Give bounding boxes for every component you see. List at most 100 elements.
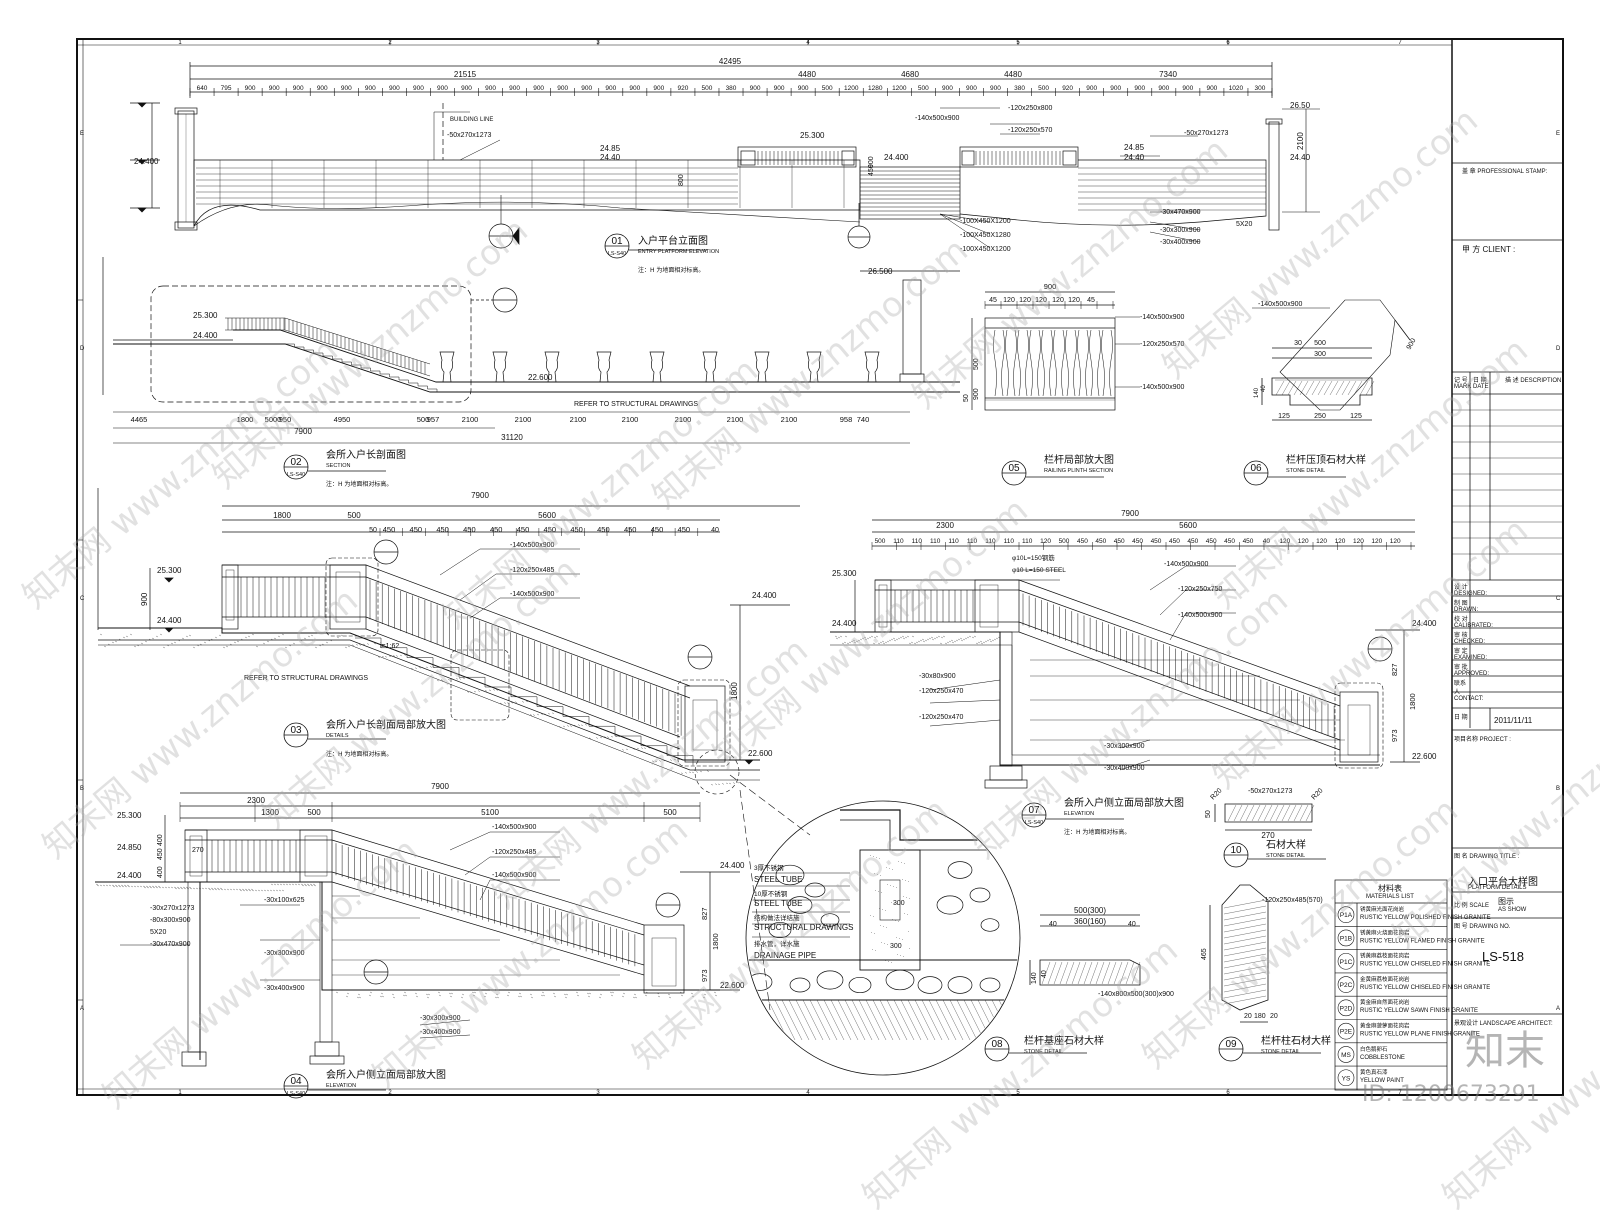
detail-title-cn: 入户平台立面图 bbox=[638, 234, 708, 247]
dim-small: 450 bbox=[1169, 538, 1180, 545]
dim-small: 900 bbox=[1110, 85, 1121, 92]
dim-small: 2100 bbox=[515, 415, 532, 424]
dim-vertical: 2100 bbox=[1296, 132, 1305, 150]
level-mark: 24.40 bbox=[1124, 153, 1145, 162]
material-name-cn: 锈黄麻荔枝面花岗岩 bbox=[1360, 952, 1410, 960]
dim-vertical: 450 bbox=[157, 848, 164, 860]
material-label: -30x100x625 bbox=[264, 897, 305, 904]
dim-small: 450 bbox=[1224, 538, 1235, 545]
grid-col-label: 7 bbox=[1398, 40, 1402, 46]
date-value: 2011/11/11 bbox=[1494, 716, 1533, 725]
dim-vertical: 1800 bbox=[1408, 693, 1417, 710]
dim-small: 1280 bbox=[868, 85, 883, 92]
dim-small: 640 bbox=[197, 85, 208, 92]
zoom-label: DRAINAGE PIPE bbox=[754, 951, 816, 960]
dim-small: 450 bbox=[1243, 538, 1254, 545]
material-label: -100X450X1200 bbox=[960, 246, 1011, 253]
material-name-en: RUSTIC YELLOW PLANE FINISH GRANITE bbox=[1360, 1032, 1480, 1038]
approved-label: 审 批 APPROVED: bbox=[1454, 665, 1490, 677]
dim-vertical: 827 bbox=[1390, 663, 1399, 676]
dim-small: 300 bbox=[1314, 351, 1326, 358]
dim-small: 1800 bbox=[237, 415, 254, 424]
dim-small: 950 bbox=[279, 415, 292, 424]
level-mark: 25.300 bbox=[117, 811, 142, 820]
dim-small: 450 bbox=[490, 525, 503, 534]
dim-small: 450 bbox=[678, 525, 691, 534]
detail-title-en: ELEVATION bbox=[326, 1083, 356, 1089]
drawing-title-en: PLATFORM DETAILS bbox=[1468, 885, 1527, 891]
rev-mark-label: 记 号 MARK bbox=[1454, 378, 1472, 390]
grid-row-label: A bbox=[80, 1006, 84, 1012]
dim-small: 110 bbox=[985, 538, 996, 545]
level-mark: 26.50 bbox=[1290, 101, 1311, 110]
level-mark: 22.600 bbox=[1412, 752, 1437, 761]
dim-small: 500 bbox=[822, 85, 833, 92]
dim-small: 500 bbox=[1059, 538, 1070, 545]
material-label: -30x270x1273 bbox=[150, 905, 194, 912]
grid-row-label: E bbox=[1556, 131, 1560, 137]
dim-small: 900 bbox=[1044, 282, 1057, 291]
dim-small: 250 bbox=[1314, 413, 1326, 420]
material-label: -30x400x900 bbox=[264, 985, 305, 992]
drawing-no-label: 图 号 DRAWING NO. bbox=[1454, 924, 1511, 930]
dim-small: 500 bbox=[347, 511, 361, 520]
scale-value-en: AS SHOW bbox=[1498, 907, 1527, 913]
dim-small: 500 bbox=[875, 538, 886, 545]
dim-small: 900 bbox=[1086, 85, 1097, 92]
dim-small: 740 bbox=[857, 415, 870, 424]
dim-small: 110 bbox=[930, 538, 941, 545]
project-label: 项目名称 PROJECT : bbox=[1454, 737, 1511, 743]
dim-small: 450 bbox=[383, 525, 396, 534]
dim-small: 900 bbox=[389, 85, 400, 92]
dim-small: 450 bbox=[436, 525, 449, 534]
dim-small: 900 bbox=[629, 85, 640, 92]
material-label: -30x300x900 bbox=[1104, 743, 1145, 750]
detail-title-cn: 栏杆压顶石材大样 bbox=[1286, 453, 1366, 466]
dim-small: 120 bbox=[1371, 538, 1382, 545]
detail-title-en: STONE DETAIL bbox=[1286, 468, 1325, 474]
dim-small: 120 bbox=[1279, 538, 1290, 545]
material-name-cn: 黄色真石漆 bbox=[1360, 1068, 1388, 1076]
building-line-label: BUILDING LINE bbox=[450, 117, 493, 123]
material-label: -140x500x900 bbox=[1164, 561, 1208, 568]
dim-small: 450 bbox=[1077, 538, 1088, 545]
dim-small: 110 bbox=[1022, 538, 1033, 545]
material-label: -50x270x1273 bbox=[1184, 130, 1228, 137]
material-label: -120x250x485 bbox=[510, 567, 554, 574]
dim-small: 5600 bbox=[538, 511, 556, 520]
grid-col-label: 5 bbox=[1016, 1090, 1020, 1096]
dim-small: 450 bbox=[544, 525, 557, 534]
material-label: -30x470x900 bbox=[150, 941, 191, 948]
grid-col-label: 7 bbox=[1398, 1090, 1402, 1096]
detail-note: 注：H 为地面相对标高。 bbox=[326, 480, 392, 488]
dim-small: 900 bbox=[413, 85, 424, 92]
level-mark: 24.40 bbox=[1290, 153, 1311, 162]
level-mark: 24.85 bbox=[1124, 143, 1145, 152]
dim-small: 450 bbox=[1151, 538, 1162, 545]
scale-value-cn: 图示 bbox=[1498, 897, 1514, 906]
material-label: -140x500x900 bbox=[1178, 612, 1222, 619]
dim-small: 5000 bbox=[265, 415, 282, 424]
dim-small: 4465 bbox=[131, 415, 148, 424]
detail-title-markers bbox=[283, 233, 1346, 1099]
dim-small: 900 bbox=[245, 85, 256, 92]
dim-segment: 4480 bbox=[1004, 70, 1022, 79]
dim-small: 900 bbox=[437, 85, 448, 92]
dim-small: 450 bbox=[1095, 538, 1106, 545]
detail-number: 02 bbox=[290, 457, 302, 468]
entry-platform-elevation bbox=[130, 62, 1320, 249]
level-mark: 25.300 bbox=[193, 311, 218, 320]
material-label: -140x500x900 bbox=[510, 542, 554, 549]
material-name-cn: 锈黄麻光面花岗岩 bbox=[1360, 905, 1405, 913]
contact-label: 联系人 CONTACT: bbox=[1454, 681, 1484, 702]
material-label: -50x270x1273 bbox=[1248, 788, 1292, 795]
detail-number: 09 bbox=[1225, 1039, 1237, 1050]
dim-total: 7900 bbox=[1121, 509, 1139, 518]
dim-small: 900 bbox=[581, 85, 592, 92]
level-mark: 22.600 bbox=[748, 749, 773, 758]
architect-label: 景观设计 LANDSCAPE ARCHITECT: bbox=[1454, 1021, 1553, 1027]
level-mark: 25.300 bbox=[157, 566, 182, 575]
railing-coping-stone-detail bbox=[1261, 299, 1411, 421]
dim-small: 1800 bbox=[273, 511, 291, 520]
material-label: -140x500x900 bbox=[1140, 384, 1184, 391]
